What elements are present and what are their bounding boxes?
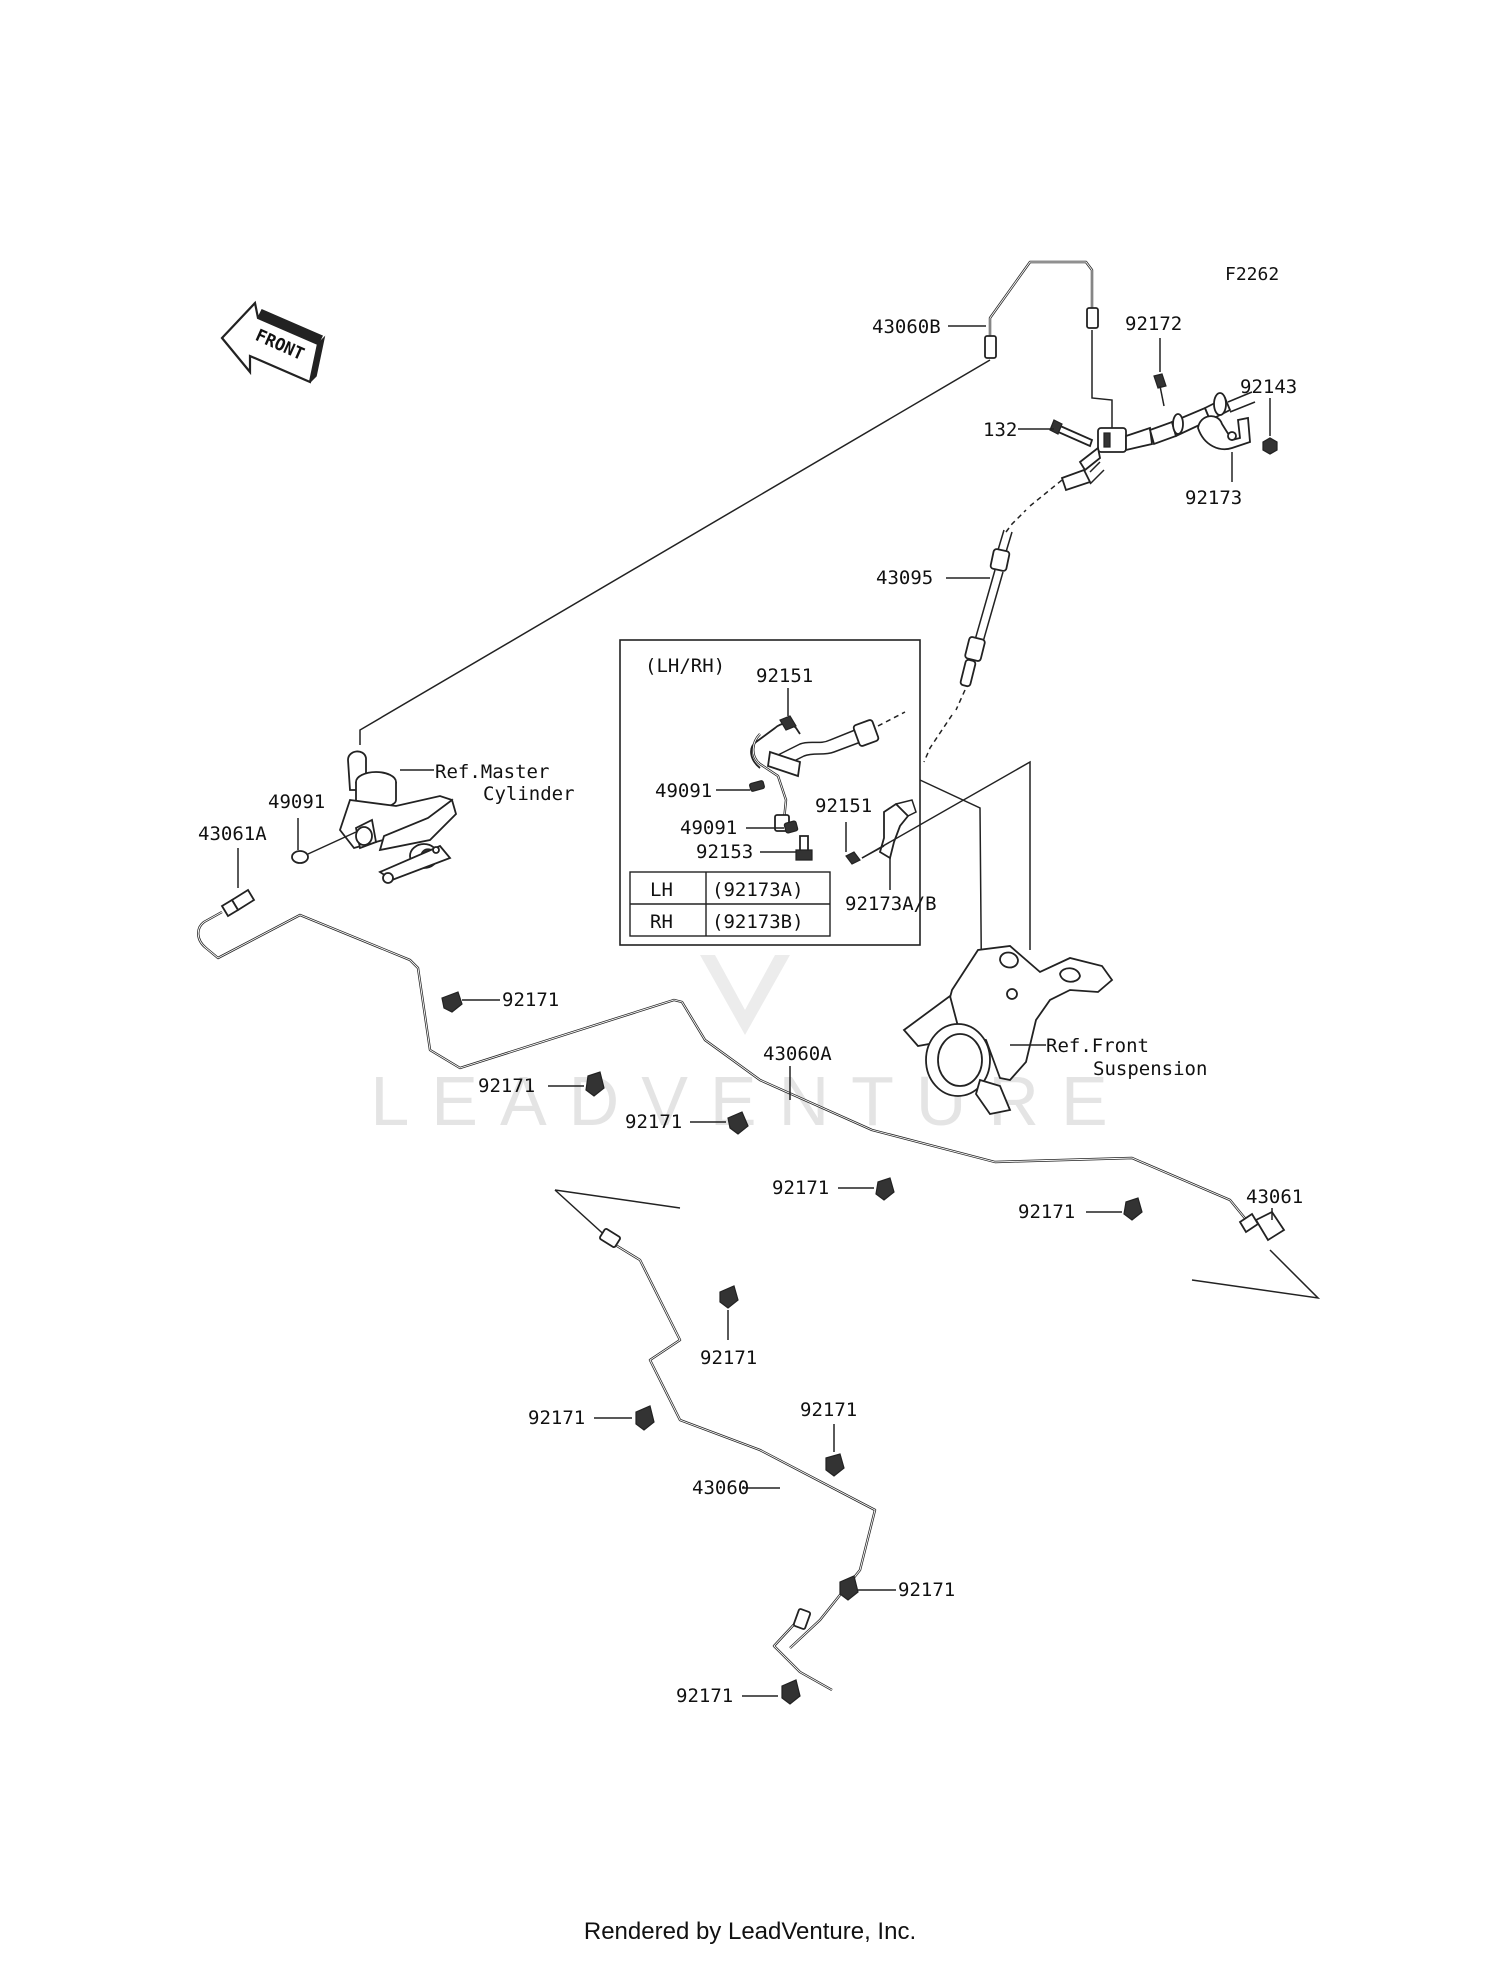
brake-pipe-43060a	[197, 910, 1249, 1223]
callout-92171-a: 92171	[502, 989, 559, 1011]
callout-49091-a: 49091	[268, 791, 325, 813]
inset-title: (LH/RH)	[645, 655, 725, 677]
clip-icon	[585, 1071, 605, 1097]
table-side-rh: RH	[650, 911, 673, 933]
callout-49091-c: 49091	[680, 817, 737, 839]
callout-92172: 92172	[1125, 313, 1182, 335]
ref-front-1: Ref.Front	[1046, 1035, 1149, 1057]
callout-92173: 92173	[1185, 487, 1242, 509]
callout-92171-d: 92171	[772, 1177, 829, 1199]
callout-92171-f: 92171	[700, 1347, 757, 1369]
callout-92171-c: 92171	[625, 1111, 682, 1133]
front-arrow-icon: FRONT	[220, 300, 326, 384]
front-suspension-knuckle	[902, 945, 1114, 1115]
callout-92151-b: 92151	[815, 795, 872, 817]
ref-master-2: Cylinder	[483, 783, 575, 805]
clip-icon	[781, 1679, 801, 1705]
callout-43060a: 43060A	[763, 1043, 832, 1065]
clip-icon	[441, 991, 463, 1013]
table-part-rh: (92173B)	[712, 911, 804, 933]
hose-43095	[923, 461, 1105, 763]
callout-92153: 92153	[696, 841, 753, 863]
ref-master-1: Ref.Master	[435, 761, 549, 783]
callout-49091-b: 49091	[655, 780, 712, 802]
footer-credit: Rendered by LeadVenture, Inc.	[583, 1918, 917, 1945]
clamp-92173	[1197, 415, 1251, 450]
callout-43095: 43095	[876, 567, 933, 589]
master-cylinder	[338, 750, 458, 884]
callout-43061a: 43061A	[198, 823, 267, 845]
callout-43060: 43060	[692, 1477, 749, 1499]
table-side-lh: LH	[650, 879, 673, 901]
callout-92171-e: 92171	[1018, 1201, 1075, 1223]
callout-43061: 43061	[1246, 1186, 1303, 1208]
clip-icon	[875, 1177, 895, 1201]
bolt-132	[1049, 419, 1094, 448]
callout-92171-h: 92171	[800, 1399, 857, 1421]
callout-43060b: 43060B	[872, 316, 941, 338]
callout-92143: 92143	[1240, 376, 1297, 398]
brake-pipe-43060b	[984, 260, 1099, 359]
bolt-92172	[1153, 373, 1167, 407]
lh-rh-table: LH (92173A) RH (92173B)	[629, 871, 831, 937]
nut-92143	[1262, 437, 1278, 455]
callout-92171-i: 92171	[898, 1579, 955, 1601]
clip-icon	[635, 1405, 655, 1431]
clip-icon	[727, 1111, 749, 1135]
fitting-43061	[1238, 1210, 1286, 1242]
callout-132: 132	[983, 419, 1017, 441]
inset-lh-rh: (LH/RH) 92151 49091 49091 92153 92151	[619, 639, 937, 946]
table-part-lh: (92173A)	[712, 879, 804, 901]
fitting-43061a	[220, 888, 256, 918]
junction-block	[1078, 426, 1153, 472]
callout-92171-g: 92171	[528, 1407, 585, 1429]
callout-92171-j: 92171	[676, 1685, 733, 1707]
ref-front-2: Suspension	[1093, 1058, 1207, 1080]
callout-92171-b: 92171	[478, 1075, 535, 1097]
clip-icon	[839, 1575, 859, 1601]
clip-icon	[719, 1285, 739, 1309]
callout-92151-a: 92151	[756, 665, 813, 687]
clip-icon	[1123, 1197, 1143, 1221]
callout-92173ab: 92173A/B	[845, 893, 937, 915]
diagram-code: F2262	[1225, 264, 1279, 285]
clip-icon	[825, 1453, 845, 1477]
brake-pipe-43060	[599, 1227, 877, 1692]
